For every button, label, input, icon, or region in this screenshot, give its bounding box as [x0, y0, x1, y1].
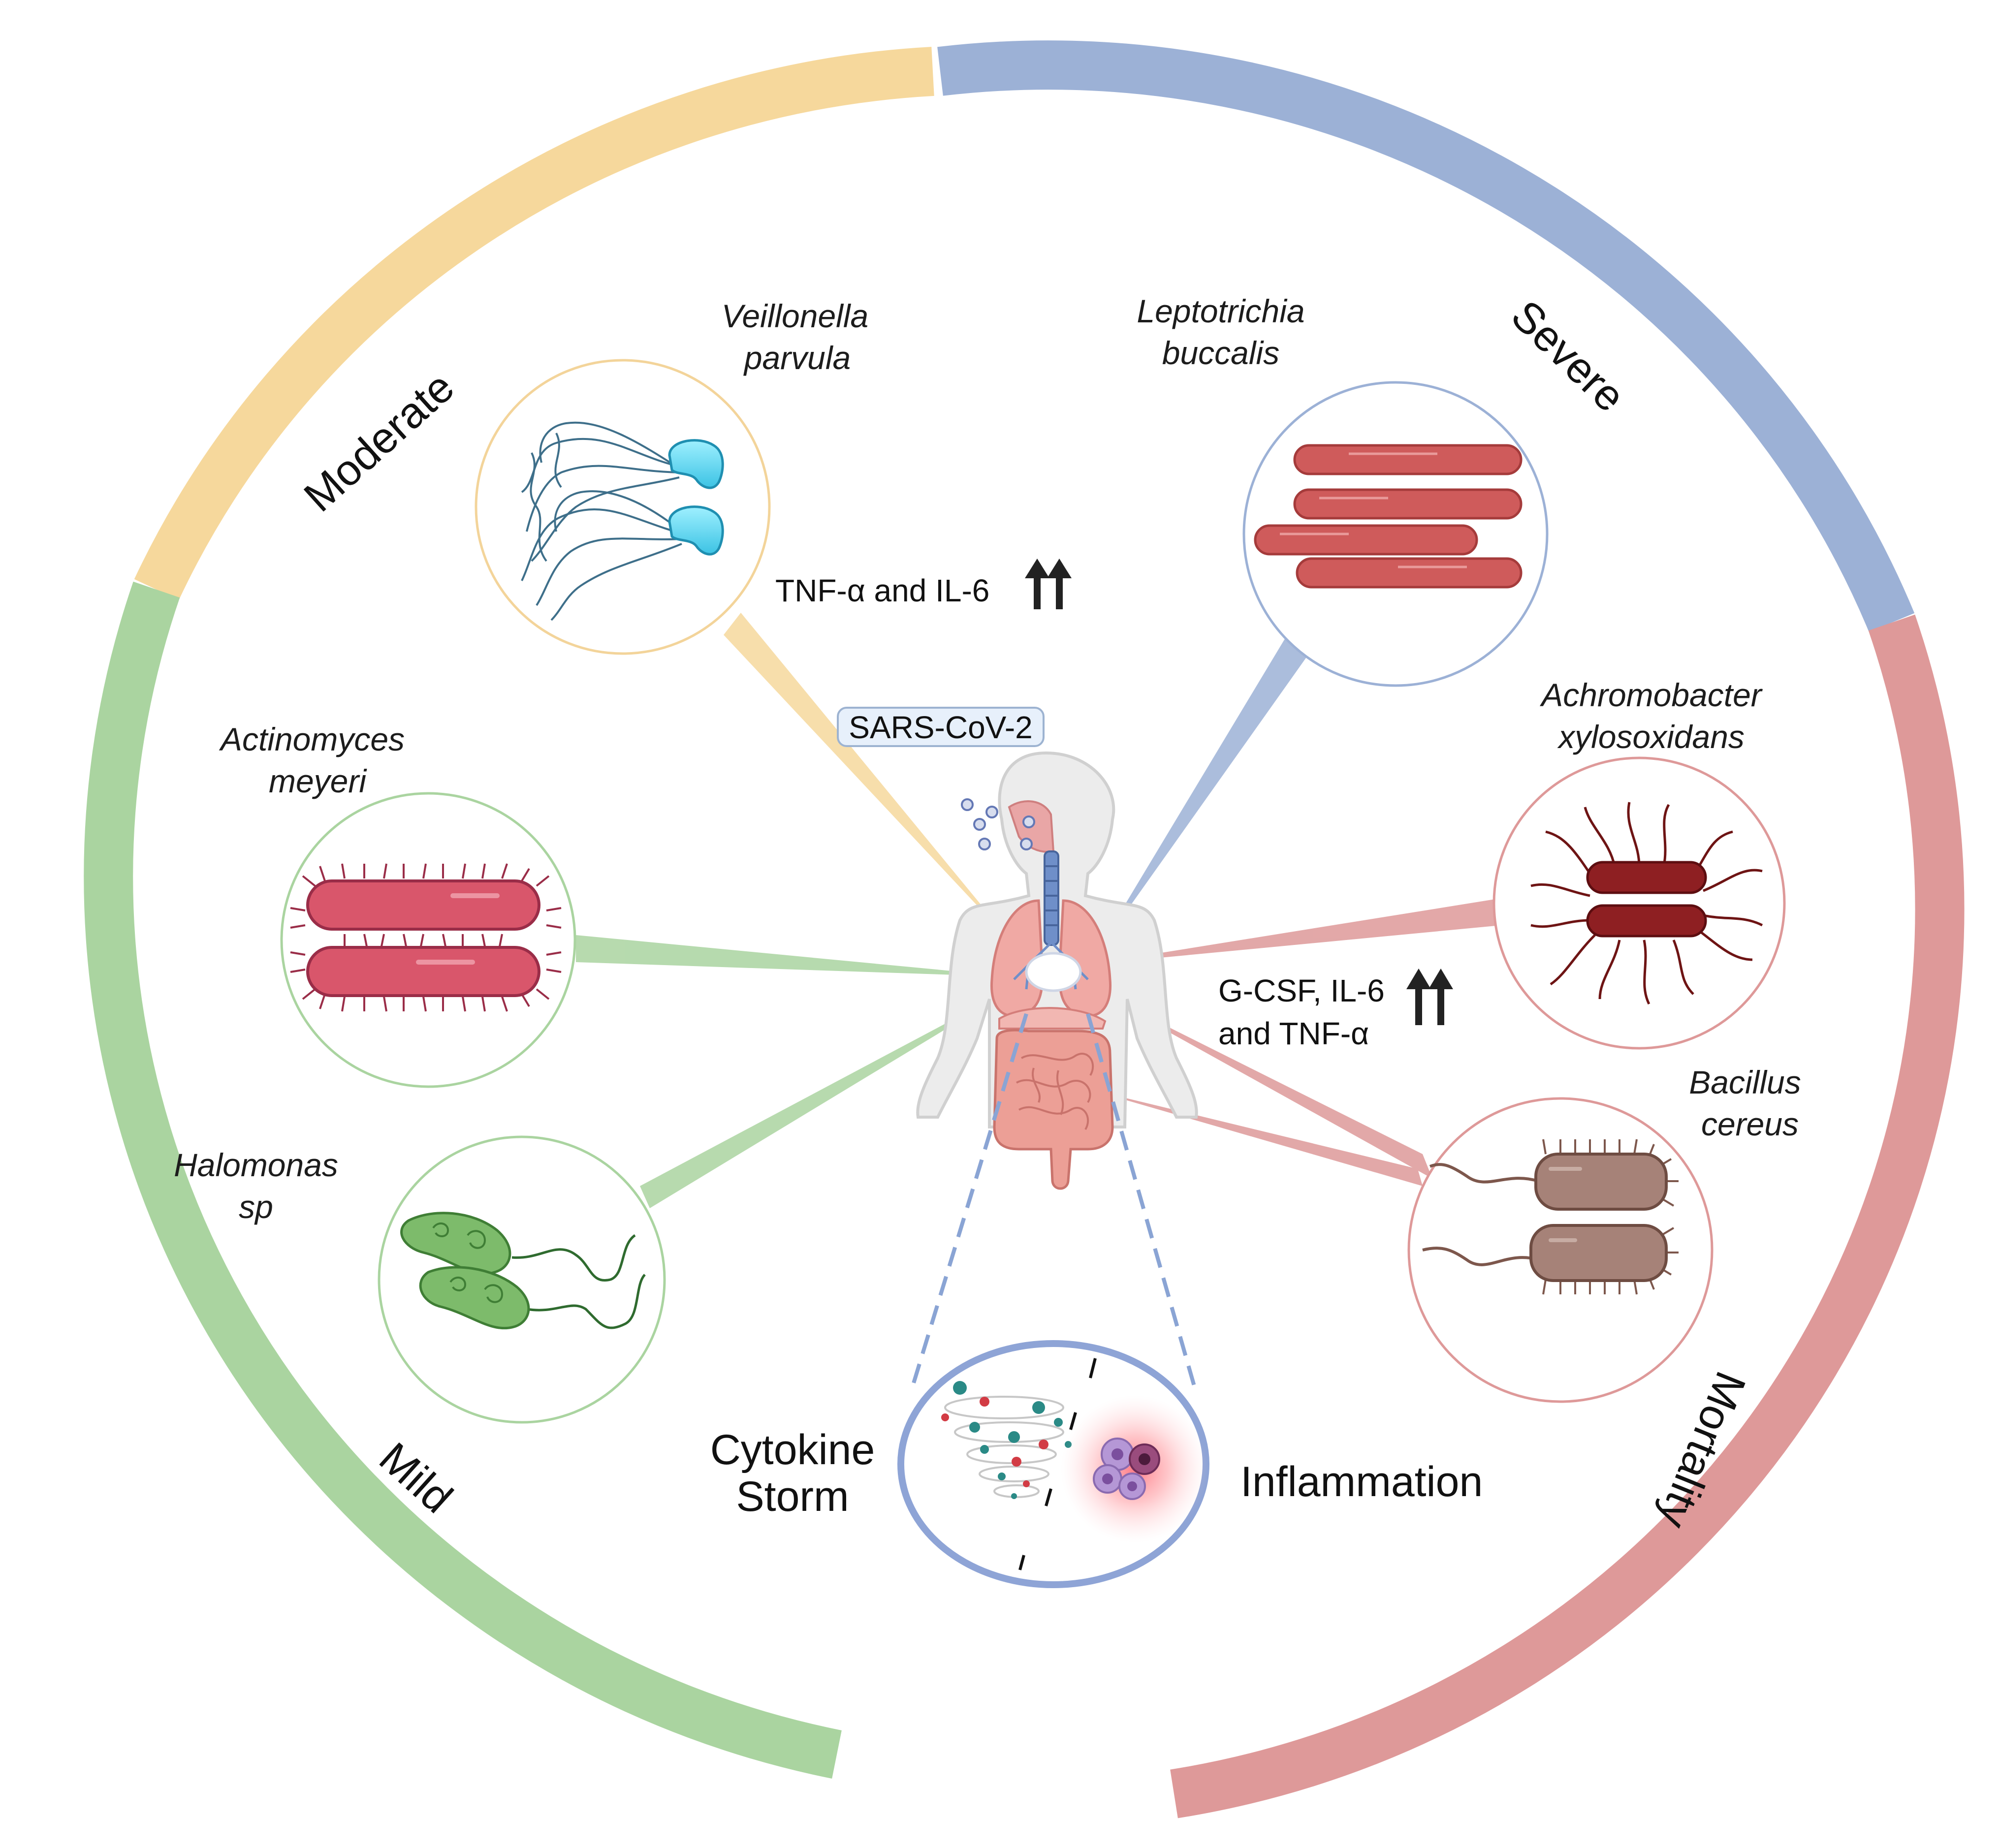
stage-ring	[84, 40, 1965, 1818]
species-actinomyces-line1: Actinomyces	[219, 721, 405, 757]
up-arrows-icon	[1406, 969, 1453, 1025]
virus-label: SARS-CoV-2	[849, 710, 1032, 745]
bacteria-icon	[1422, 1139, 1679, 1295]
species-halomonas-line2: sp	[239, 1189, 273, 1225]
mortality-markers-line1: G-CSF, IL-6	[1218, 973, 1385, 1008]
cytokine-label-line1: Cytokine	[710, 1426, 875, 1473]
virus-label-box	[837, 707, 1045, 747]
bacteria-circle-veillonella	[475, 359, 771, 655]
stage-label-severe: Severe	[1502, 291, 1635, 421]
connector-achromobacter	[1088, 898, 1501, 965]
virus-particle-icon	[961, 798, 1035, 850]
intestines	[993, 1029, 1114, 1190]
inflamed-cells-icon	[1061, 1395, 1208, 1543]
species-achromobacter-line1: Achromobacter	[1539, 677, 1763, 713]
connector-severe	[1090, 635, 1312, 962]
bacteria-icon	[290, 863, 562, 1012]
species-leptotrichia-line1: Leptotrichia	[1137, 293, 1304, 329]
bacteria-circle-actinomyces	[280, 792, 576, 1088]
inflammation-label: Inflammation	[1240, 1458, 1483, 1505]
connector-moderate	[724, 613, 1014, 945]
bacteria-icon	[521, 421, 724, 621]
connector-halomonas	[640, 982, 1024, 1208]
bacteria-circle-achromobacter	[1492, 756, 1786, 1050]
mortality-markers-line2: and TNF-α	[1218, 1016, 1369, 1051]
bacteria-icon	[400, 1212, 646, 1330]
bacteria-circle-leptotrichia	[1242, 381, 1549, 687]
up-arrows-icon	[1025, 559, 1072, 609]
human-body-icon	[916, 751, 1198, 1190]
species-veillonella-line1: Veillonella	[722, 298, 868, 334]
species-halomonas-line1: Halomonas	[174, 1147, 338, 1183]
bacteria-icon	[1254, 444, 1523, 589]
ring-segment-moderate	[134, 47, 934, 600]
left-lung	[990, 899, 1044, 1017]
species-bacillus-line2: cereus	[1701, 1106, 1799, 1142]
connector-actinomyces	[576, 935, 1014, 977]
bacteria-circle-halomonas	[378, 1135, 666, 1424]
species-achromobacter-line2: xylosoxidans	[1557, 719, 1745, 755]
ring-segment-mortality	[1170, 614, 1965, 1818]
right-lung	[1058, 899, 1112, 1017]
connector-bacillus-b	[1083, 1088, 1423, 1186]
zoom-lines	[909, 1013, 1198, 1394]
species-veillonella-line2: parvula	[743, 340, 851, 376]
species-bacillus-line1: Bacillus	[1689, 1064, 1801, 1100]
diaphragm	[998, 1007, 1107, 1030]
ring-segment-severe	[937, 40, 1915, 632]
cytokine-storm-icon	[941, 1381, 1072, 1499]
heart-highlight	[1025, 952, 1082, 992]
cytokine-label-line2: Storm	[736, 1473, 849, 1520]
bacteria-circle-bacillus	[1407, 1097, 1714, 1403]
cytokine-circle	[897, 1340, 1209, 1588]
moderate-markers-text: TNF-α and IL-6	[775, 573, 989, 608]
connectors	[576, 613, 1501, 1208]
species-actinomyces-line2: meyeri	[269, 763, 367, 799]
bacteria-icon	[1530, 802, 1763, 1005]
ring-segment-mild	[84, 581, 842, 1779]
species-leptotrichia-line2: buccalis	[1162, 335, 1279, 371]
trachea	[1044, 850, 1059, 946]
